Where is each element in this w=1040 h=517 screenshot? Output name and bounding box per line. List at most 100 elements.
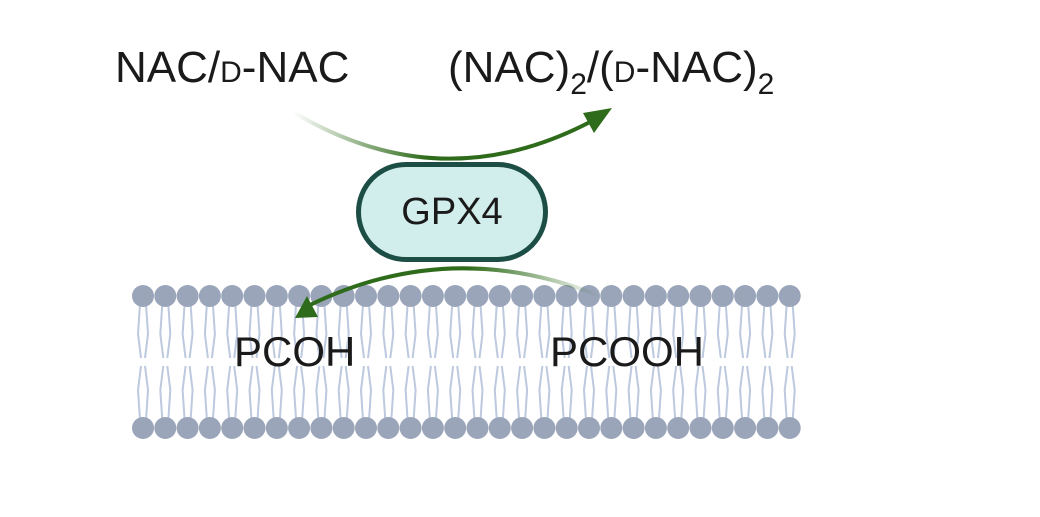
lipid-tail [701, 303, 707, 359]
lipid-head [243, 285, 266, 307]
lipid-tail [144, 303, 150, 359]
lipid-tail [716, 303, 722, 359]
lipid-tail [739, 303, 745, 359]
lipid-head [756, 417, 779, 439]
lipid-head [176, 417, 199, 439]
lipid-tail [567, 365, 573, 421]
lipid-tail [538, 365, 544, 421]
lipid-tail [203, 303, 209, 359]
lipid-tail [560, 365, 566, 421]
lipid-tail [159, 365, 165, 421]
lipid-tail [359, 303, 365, 359]
lipid-tail [456, 303, 462, 359]
lipid-tail [449, 365, 455, 421]
lipid-tail [226, 303, 232, 359]
lipid-head [600, 417, 623, 439]
lipid-tail [181, 365, 187, 421]
lipid-head [421, 285, 444, 307]
lipid-head [310, 417, 333, 439]
reductant-label: NAC/D-NAC [115, 43, 350, 92]
lipid-tail [404, 365, 410, 421]
lipid-head [667, 285, 690, 307]
lipid-head [198, 417, 221, 439]
lipid-tail [761, 365, 767, 421]
lipid-head [734, 285, 757, 307]
lipid-tail [270, 303, 276, 359]
lipid-tail [672, 303, 678, 359]
lipid-tail [293, 365, 299, 421]
lipid-tail [679, 365, 685, 421]
lipid-head [667, 417, 690, 439]
lipid-head [154, 417, 177, 439]
lipid-tail [367, 365, 373, 421]
lipid-head [644, 285, 667, 307]
lipid-head [377, 417, 400, 439]
lipid-tail [322, 365, 328, 421]
lipid-tail [627, 365, 633, 421]
lipid-tail [612, 303, 618, 359]
lipid-head [221, 417, 244, 439]
lipid-tail [277, 303, 283, 359]
lipid-tail [790, 303, 796, 359]
lipid-tail [433, 303, 439, 359]
lipid-tail [590, 303, 596, 359]
lipid-tail [790, 365, 796, 421]
lipid-tail [649, 303, 655, 359]
lipid-tail [233, 303, 239, 359]
lipid-tail [188, 303, 194, 359]
lipid-tail [411, 303, 417, 359]
lipid-tail [516, 303, 522, 359]
lipid-tail [382, 303, 388, 359]
lipid-tail [337, 303, 343, 359]
oxidation-arrow-head [295, 296, 318, 318]
lipid-tail [203, 365, 209, 421]
lipid-tail [746, 365, 752, 421]
lipid-tail [144, 365, 150, 421]
lipid-tail [783, 303, 789, 359]
lipid-head [265, 285, 288, 307]
lipid-head [511, 417, 534, 439]
lipid-tail [226, 365, 232, 421]
lipid-head [555, 417, 578, 439]
lipid-tail [768, 365, 774, 421]
lipid-tail [605, 365, 611, 421]
lipid-tail [649, 365, 655, 421]
lipid-tail [233, 365, 239, 421]
lipid-head [198, 285, 221, 307]
lipid-tail [136, 303, 142, 359]
lipid-head [466, 285, 489, 307]
lipid-tail [612, 365, 618, 421]
lipid-head [154, 285, 177, 307]
lipid-tail [523, 365, 529, 421]
lipid-tail [471, 303, 477, 359]
lipid-head [778, 285, 801, 307]
lipid-tail [768, 303, 774, 359]
lipid-tail [582, 303, 588, 359]
lipid-bilayer [132, 285, 801, 439]
lipid-tail [344, 365, 350, 421]
lipid-tail [293, 303, 299, 359]
lipid-head [644, 417, 667, 439]
lipid-tail [694, 303, 700, 359]
lipid-head [533, 417, 556, 439]
lipid-head [221, 285, 244, 307]
lipid-tail [210, 303, 216, 359]
lipid-tail [500, 303, 506, 359]
substrate-label: PCOOH [550, 328, 705, 375]
lipid-tail [411, 365, 417, 421]
lipid-tail [723, 365, 729, 421]
lipid-tail [493, 365, 499, 421]
lipid-tail [605, 303, 611, 359]
lipid-head [421, 417, 444, 439]
lipid-tail [344, 303, 350, 359]
lipid-tail [255, 303, 261, 359]
lipid-tail [210, 365, 216, 421]
oxidized-label: (NAC)2/(D-NAC)2 [448, 43, 775, 101]
lipid-tail [545, 303, 551, 359]
lipid-tail [270, 365, 276, 421]
lipid-tail [389, 303, 395, 359]
lipid-head [734, 417, 757, 439]
lipid-head [265, 417, 288, 439]
lipid-head [466, 417, 489, 439]
